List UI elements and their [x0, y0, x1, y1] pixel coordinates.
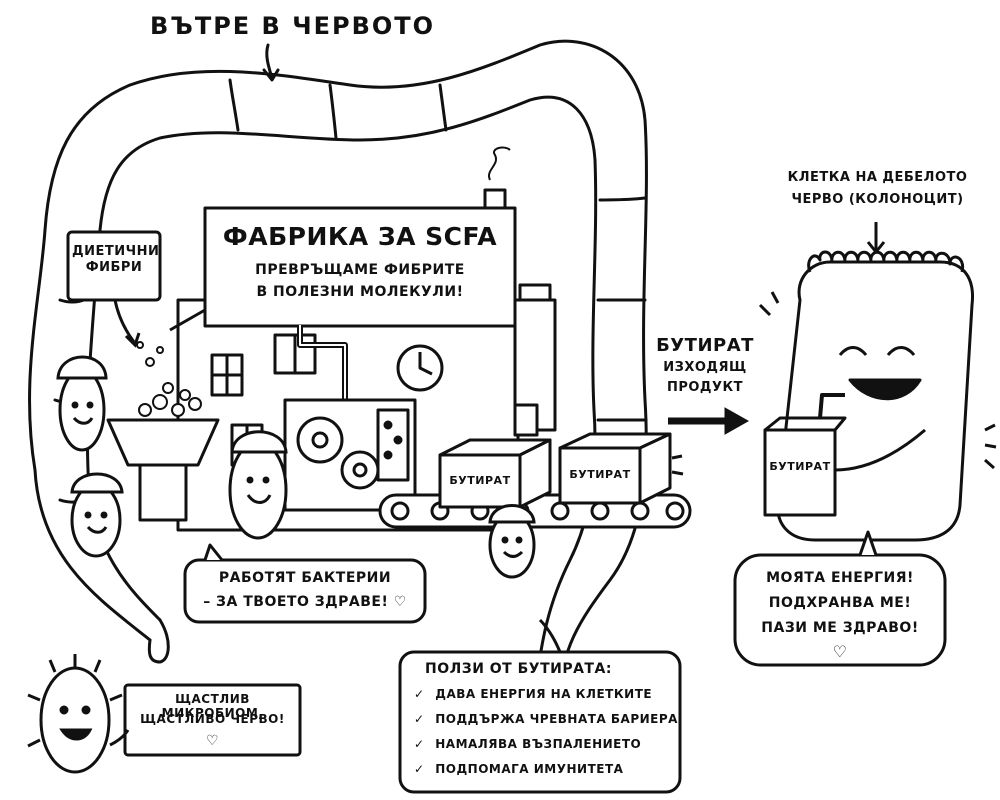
output-line2: ИЗХОДЯЩ — [663, 360, 747, 375]
box-label: БУТИРАТ — [569, 468, 631, 481]
microbiome-sign — [123, 683, 302, 757]
benefits-box — [398, 650, 682, 794]
benefit-item: ✓ ПОДПОМАГА ИМУНИТЕТА — [414, 762, 623, 776]
fiber-sign — [66, 230, 162, 348]
box-1 — [438, 453, 522, 509]
heart-icon: ♡ — [832, 642, 848, 661]
juice-box-label: БУТИРАТ — [769, 460, 831, 473]
colonocyte-label-line2: ЧЕРВО (КОЛОНОЦИТ) — [791, 192, 964, 207]
heart-icon: ♡ — [205, 733, 220, 749]
page-title: ВЪТРЕ В ЧЕРВОТО — [150, 12, 436, 40]
factory-title: ФАБРИКА ЗА SCFA — [222, 222, 498, 251]
intestine-fold — [228, 78, 240, 132]
title-arrow-head — [262, 68, 280, 82]
cell-bubble-line1: МОЯТА ЕНЕРГИЯ! — [766, 570, 914, 586]
bacteria-bubble-line1: РАБОТЯТ БАКТЕРИИ — [218, 570, 392, 586]
factory-subtitle-line1: ПРЕВРЪЩАМЕ ФИБРИТЕ — [255, 262, 465, 278]
check-icon: ✓ — [414, 762, 425, 776]
factory-subtitle-line2: В ПОЛЕЗНИ МОЛЕКУЛИ! — [256, 284, 464, 300]
benefit-text: НАМАЛЯВА ВЪЗПАЛЕНИЕТО — [435, 737, 642, 751]
benefit-item: ✓ ПОДДЪРЖА ЧРЕВНАТА БАРИЕРА — [414, 712, 678, 726]
colonocyte-label-arrow — [866, 222, 886, 254]
cell-bubble — [733, 553, 947, 667]
output-name: БУТИРАТ — [656, 335, 754, 356]
cell-bubble-line2: ПОДХРАНВА МЕ! — [768, 595, 912, 611]
colonocyte-cell — [671, 222, 997, 542]
bacteria-bubble-line2: – ЗА ТВОЕТО ЗДРАВЕ! ♡ — [203, 594, 407, 610]
benefit-text: ПОДДЪРЖА ЧРЕВНАТА БАРИЕРА — [435, 712, 678, 726]
intestine-fold — [438, 83, 448, 132]
benefit-item: ✓ НАМАЛЯВА ВЪЗПАЛЕНИЕТО — [414, 737, 641, 751]
intestine-fold — [598, 196, 647, 202]
box-label: БУТИРАТ — [449, 474, 511, 487]
microbiome-sign-line1: ЩАСТЛИВ МИКРОБИОМ, — [161, 692, 264, 721]
fiber-sign-label: ДИЕТИЧНИ ФИБРИ — [72, 244, 160, 275]
intestine-tail — [147, 618, 170, 664]
benefits-title: ПОЛЗИ ОТ БУТИРАТА: — [425, 661, 612, 677]
output-line3: ПРОДУКТ — [666, 380, 744, 395]
bacteria-workers — [27, 355, 536, 774]
intestine-fold — [328, 83, 338, 140]
benefit-item: ✓ ДАВА ЕНЕРГИЯ НА КЛЕТКИТЕ — [414, 687, 652, 701]
colonocyte-label-line1: КЛЕТКА НА ДЕБЕЛОТО — [787, 170, 968, 185]
check-icon: ✓ — [414, 712, 425, 726]
microbiome-sign-line2: ЩАСТЛИВО ЧЕРВО! — [140, 712, 285, 726]
cell-bubble-line3: ПАЗИ МЕ ЗДРАВО! — [761, 620, 919, 636]
bacteria-bubble — [183, 558, 427, 624]
check-icon: ✓ — [414, 737, 425, 751]
benefit-text: ДАВА ЕНЕРГИЯ НА КЛЕТКИТЕ — [435, 687, 653, 701]
fiber-particles — [136, 341, 202, 417]
benefit-text: ПОДПОМАГА ИМУНИТЕТА — [435, 762, 624, 776]
check-icon: ✓ — [414, 687, 425, 701]
box-2 — [558, 446, 642, 505]
title-arrow — [265, 43, 274, 80]
output-arrow — [668, 407, 750, 435]
factory-building — [106, 146, 692, 532]
